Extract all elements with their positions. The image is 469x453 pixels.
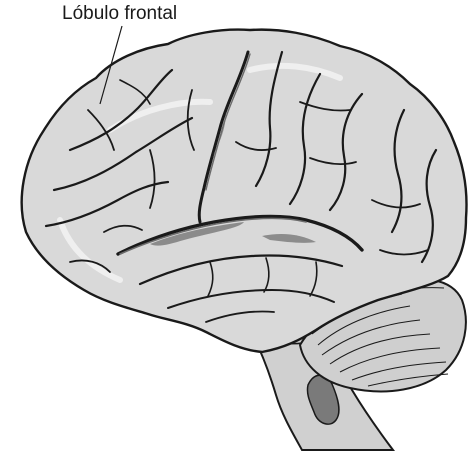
- frontal-lobe-label: Lóbulo frontal: [60, 4, 179, 23]
